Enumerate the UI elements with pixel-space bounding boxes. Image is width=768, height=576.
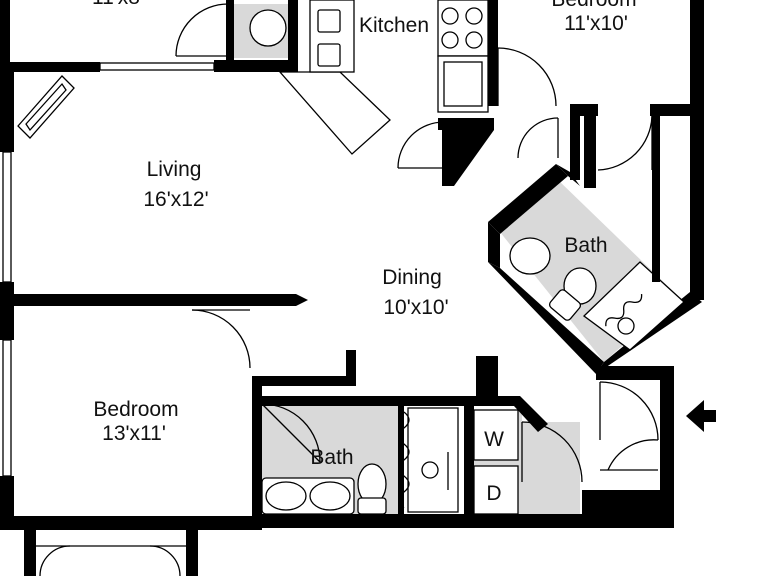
washer-label: W xyxy=(484,428,504,451)
window-top-living xyxy=(99,62,215,71)
washer xyxy=(473,409,519,461)
doors xyxy=(36,3,659,576)
window-bedroom xyxy=(2,339,12,477)
kitchen-label: Kitchen xyxy=(359,14,429,37)
laundry-hall-floor xyxy=(522,422,580,516)
kitchen-range xyxy=(437,0,489,57)
fireplace xyxy=(17,75,75,139)
bath-lower-label: Bath xyxy=(310,446,353,469)
bedroom-top-label: Bedroom xyxy=(551,0,636,11)
top-left-room-dim: 11'x8' xyxy=(92,0,144,9)
dining-label: Dining xyxy=(382,266,442,289)
living-label: Living xyxy=(147,158,202,181)
water-heater xyxy=(249,9,287,47)
bedroom-bottom-label: Bedroom xyxy=(93,398,178,421)
upper-bath-fixtures xyxy=(509,237,685,351)
living-dim: 16'x12' xyxy=(143,188,208,211)
window-living xyxy=(2,151,12,283)
dishwasher xyxy=(437,55,489,113)
arrow-left-icon xyxy=(686,400,716,432)
bedroom-top-dim: 11'x10' xyxy=(564,12,628,35)
room-labels: 11'x8' Kitchen Bedroom 11'x10' Living 16… xyxy=(92,0,637,505)
dining-dim: 10'x10' xyxy=(383,296,448,319)
dryer xyxy=(473,465,519,515)
bath-upper-label: Bath xyxy=(564,234,607,257)
kitchen-island xyxy=(278,71,391,155)
bedroom-bottom-dim: 13'x11' xyxy=(102,422,166,445)
dryer-label: D xyxy=(486,482,501,505)
lower-bath-fixtures xyxy=(261,407,459,515)
fixtures xyxy=(17,0,685,515)
